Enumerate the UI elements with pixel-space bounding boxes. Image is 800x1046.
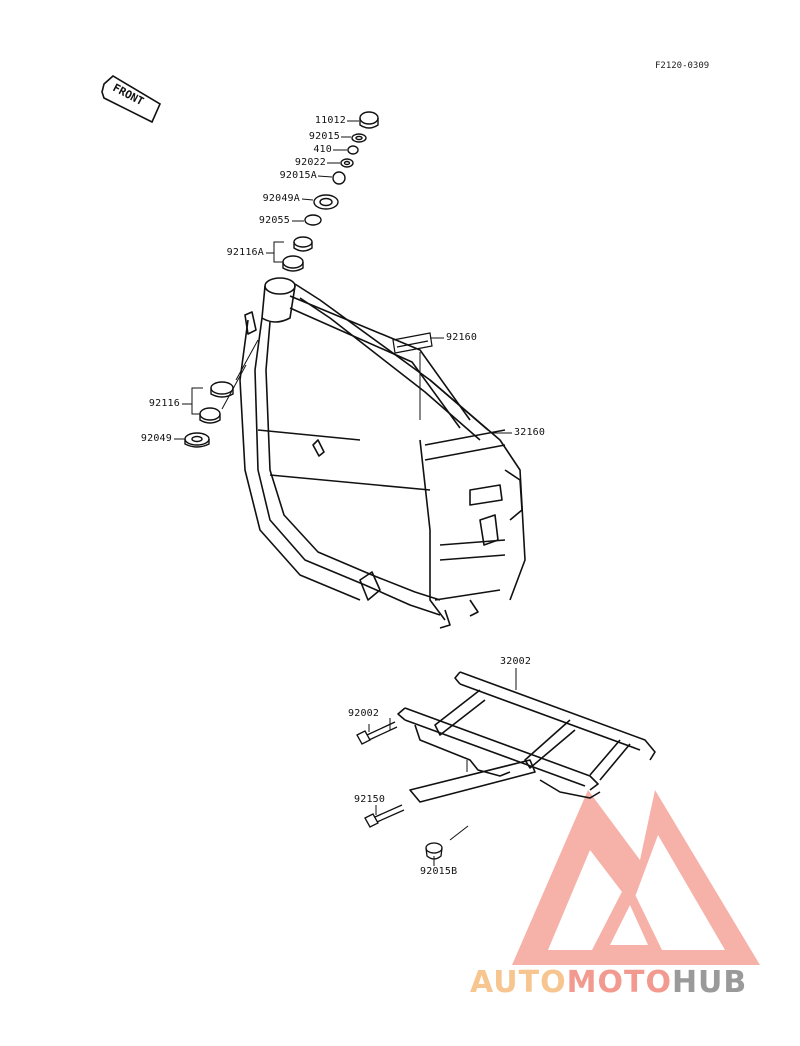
watermark-logo	[512, 790, 760, 965]
leader-lines-upper	[266, 120, 359, 263]
plate-92160-icon	[392, 332, 433, 354]
main-frame-icon	[239, 277, 526, 629]
part-label-92150: 92150	[354, 794, 386, 805]
part-label-92116: 92116	[148, 398, 180, 409]
bearing-92116A-icon	[282, 236, 313, 272]
bearing-92116-icon	[199, 381, 234, 424]
cap-nut-icon	[359, 111, 379, 129]
part-label-32002: 32002	[500, 656, 532, 667]
washer-92022-icon	[340, 158, 354, 168]
washer-92015-icon	[351, 133, 367, 143]
part-label-92002: 92002	[348, 708, 380, 719]
brand-part-hub: HUB	[671, 965, 748, 1000]
leader-lines-lower	[174, 387, 203, 440]
part-label-92015A: 92015A	[279, 170, 317, 181]
steering-parts-stack	[282, 111, 379, 272]
part-label-410: 410	[313, 144, 332, 155]
part-label-92116A: 92116A	[226, 247, 264, 258]
bolt-92002-icon	[356, 721, 398, 745]
washer-92055-icon	[304, 214, 322, 226]
seal-92049A-icon	[313, 194, 339, 210]
diagram-ref-code: F2120-0309	[655, 61, 710, 71]
watermark-brand-text: AUTOMOTOHUB	[470, 968, 800, 998]
part-label-92049: 92049	[140, 433, 172, 444]
part-label-92160: 92160	[446, 332, 478, 343]
bolt-92150-icon	[364, 804, 405, 828]
front-arrow-icon	[101, 75, 162, 124]
nut-410-icon	[347, 145, 359, 155]
seal-92049-icon	[184, 432, 210, 448]
part-label-92015: 92015	[308, 131, 340, 142]
part-label-11012: 11012	[314, 115, 346, 126]
subframe-32002-icon	[397, 671, 656, 803]
part-label-92022: 92022	[294, 157, 326, 168]
part-label-32160: 32160	[514, 427, 546, 438]
brand-part-moto: MOTO	[566, 965, 672, 1000]
part-label-92049A: 92049A	[262, 193, 300, 204]
part-label-92055: 92055	[258, 215, 290, 226]
lower-bearing-parts	[184, 339, 259, 448]
part-label-92015B: 92015B	[420, 866, 458, 877]
brand-part-auto: AUTO	[470, 965, 567, 1000]
collar-92015A-icon	[332, 171, 346, 185]
